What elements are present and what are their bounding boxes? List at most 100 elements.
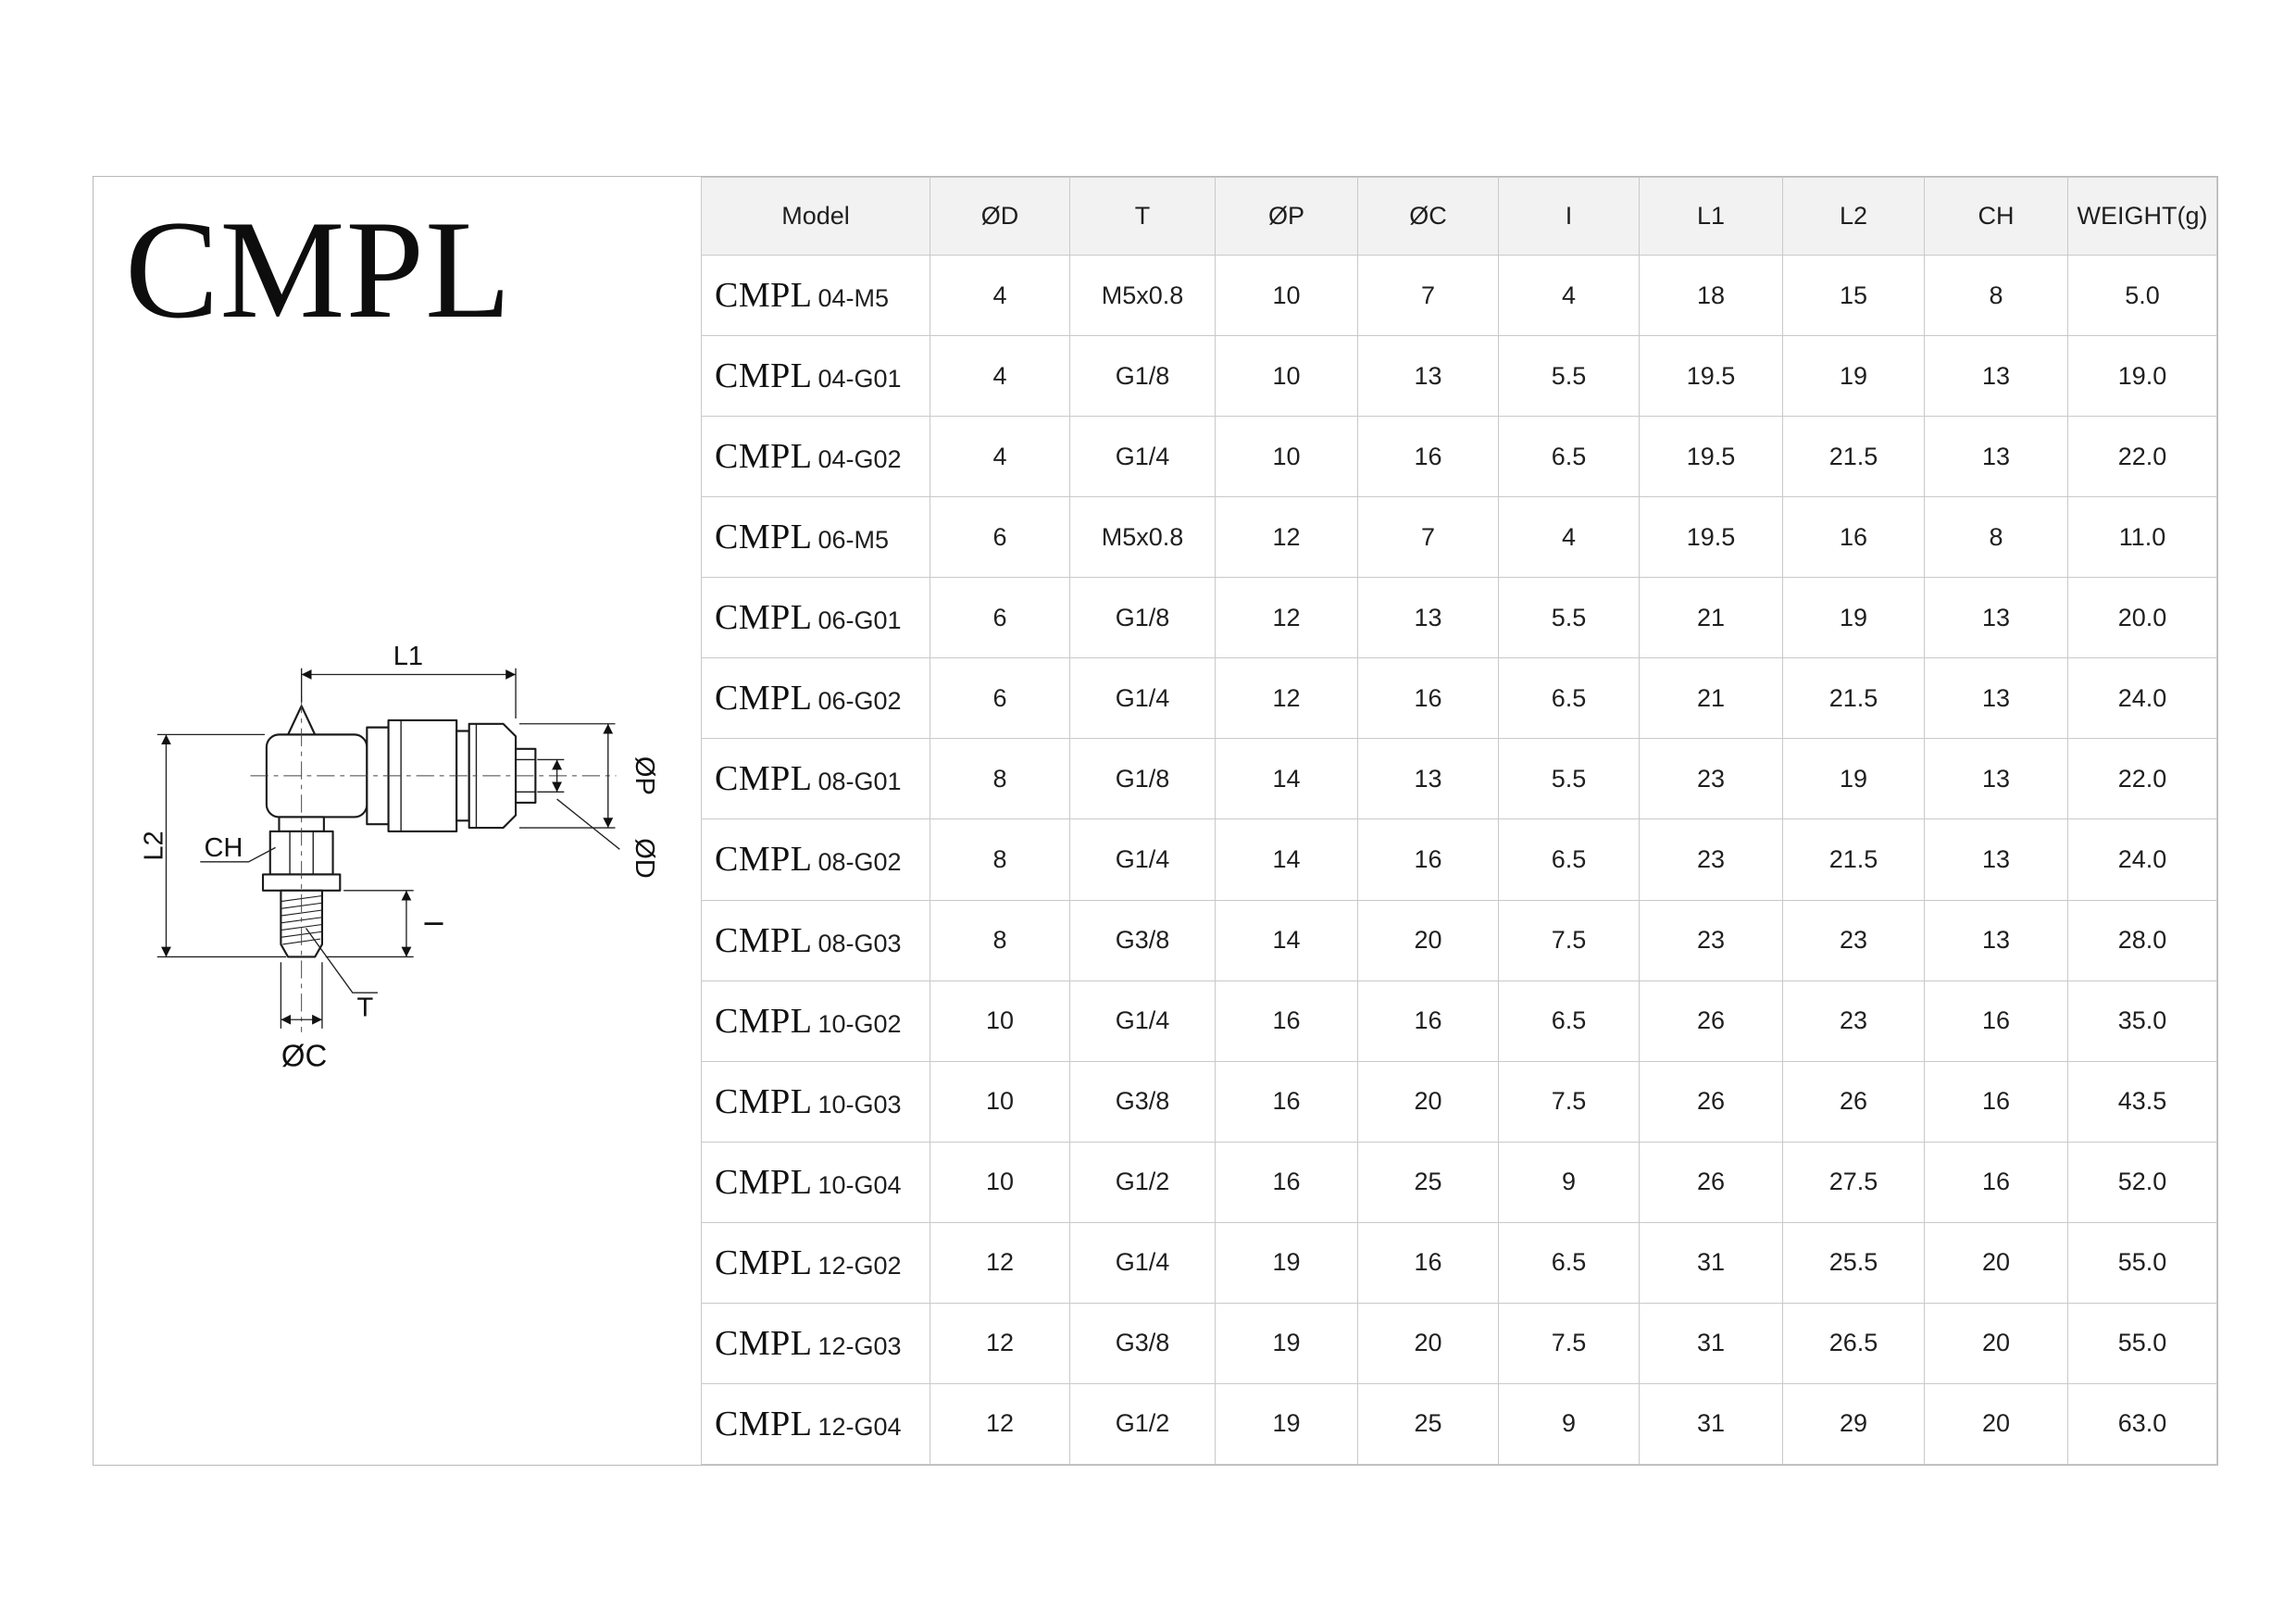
- spec-cell: 43.5: [2067, 1060, 2217, 1143]
- column-header-5: I: [1498, 177, 1640, 256]
- spec-cell: 12: [1215, 577, 1358, 659]
- spec-cell: 14: [1215, 818, 1358, 901]
- column-header-2: T: [1069, 177, 1216, 256]
- spec-cell: 13: [1924, 657, 2068, 740]
- spec-cell: G1/4: [1069, 657, 1216, 740]
- spec-cell: G3/8: [1069, 899, 1216, 981]
- spec-cell: 6.5: [1498, 1221, 1640, 1304]
- column-header-4: ØC: [1357, 177, 1499, 256]
- spec-cell: 24.0: [2067, 657, 2217, 740]
- spec-cell: 52.0: [2067, 1141, 2217, 1223]
- spec-cell: 16: [1215, 1141, 1358, 1223]
- spec-cell: 6.5: [1498, 980, 1640, 1062]
- dim-label-ch: CH: [204, 833, 243, 863]
- spec-cell: 9: [1498, 1141, 1640, 1223]
- model-brand: CMPL: [715, 840, 813, 880]
- model-brand: CMPL: [715, 276, 813, 316]
- spec-cell: 13: [1357, 335, 1499, 418]
- spec-cell: G1/2: [1069, 1382, 1216, 1466]
- spec-cell: 19: [1215, 1221, 1358, 1304]
- spec-cell: 21: [1639, 577, 1783, 659]
- spec-cell: 31: [1639, 1221, 1783, 1304]
- spec-cell: 19: [1215, 1382, 1358, 1466]
- spec-cell: M5x0.8: [1069, 254, 1216, 337]
- column-header-0: Model: [701, 177, 930, 256]
- model-brand: CMPL: [715, 1001, 813, 1041]
- spec-cell: 7: [1357, 254, 1499, 337]
- spec-cell: 20: [1357, 899, 1499, 981]
- model-suffix: 08-G02: [817, 848, 902, 877]
- spec-cell: 29: [1782, 1382, 1925, 1466]
- spec-cell: 16: [1357, 818, 1499, 901]
- spec-cell: 13: [1357, 577, 1499, 659]
- spec-cell: 10: [930, 980, 1070, 1062]
- spec-cell: 13: [1924, 416, 2068, 498]
- dim-label-t: T: [357, 993, 374, 1022]
- model-brand: CMPL: [715, 1243, 813, 1282]
- spec-cell: 18: [1639, 254, 1783, 337]
- spec-cell: 23: [1639, 899, 1783, 981]
- dim-label-op: ØP: [630, 756, 659, 795]
- column-header-7: L2: [1782, 177, 1925, 256]
- spec-cell: 13: [1924, 335, 2068, 418]
- spec-cell: 11.0: [2067, 496, 2217, 579]
- spec-cell: 23: [1782, 899, 1925, 981]
- spec-cell: 12: [930, 1382, 1070, 1466]
- spec-cell: 10: [930, 1060, 1070, 1143]
- column-header-9: WEIGHT(g): [2067, 177, 2217, 256]
- spec-cell: 7: [1357, 496, 1499, 579]
- spec-cell: 13: [1924, 818, 2068, 901]
- model-suffix: 04-G02: [817, 445, 902, 474]
- model-suffix: 12-G02: [817, 1251, 902, 1280]
- spec-cell: 16: [1357, 416, 1499, 498]
- spec-cell: M5x0.8: [1069, 496, 1216, 579]
- model-brand: CMPL: [715, 598, 813, 638]
- spec-cell: G1/4: [1069, 980, 1216, 1062]
- spec-cell: 8: [1924, 496, 2068, 579]
- spec-cell: 25: [1357, 1141, 1499, 1223]
- spec-cell: 20: [1924, 1382, 2068, 1466]
- spec-cell: 4: [1498, 496, 1640, 579]
- model-brand: CMPL: [715, 1162, 813, 1202]
- spec-cell: 4: [930, 416, 1070, 498]
- fitting-outline: [261, 705, 537, 958]
- spec-cell: 5.0: [2067, 254, 2217, 337]
- dimension-lines: [156, 668, 620, 1029]
- spec-cell: 6: [930, 577, 1070, 659]
- model-brand: CMPL: [715, 518, 813, 557]
- spec-cell: G1/4: [1069, 416, 1216, 498]
- spec-cell: 19: [1782, 577, 1925, 659]
- dim-label-l2: L2: [140, 831, 169, 860]
- model-suffix: 10-G04: [817, 1170, 902, 1199]
- spec-cell: G1/4: [1069, 818, 1216, 901]
- spec-cell: 26: [1639, 980, 1783, 1062]
- spec-cell: 4: [930, 254, 1070, 337]
- spec-cell: 19.5: [1639, 335, 1783, 418]
- model-brand: CMPL: [715, 679, 813, 718]
- spec-cell: 21.5: [1782, 657, 1925, 740]
- model-brand: CMPL: [715, 759, 813, 799]
- spec-cell: 31: [1639, 1382, 1783, 1466]
- spec-cell: 22.0: [2067, 738, 2217, 820]
- spec-cell: G1/8: [1069, 577, 1216, 659]
- spec-cell: 27.5: [1782, 1141, 1925, 1223]
- spec-cell: 20: [1924, 1302, 2068, 1384]
